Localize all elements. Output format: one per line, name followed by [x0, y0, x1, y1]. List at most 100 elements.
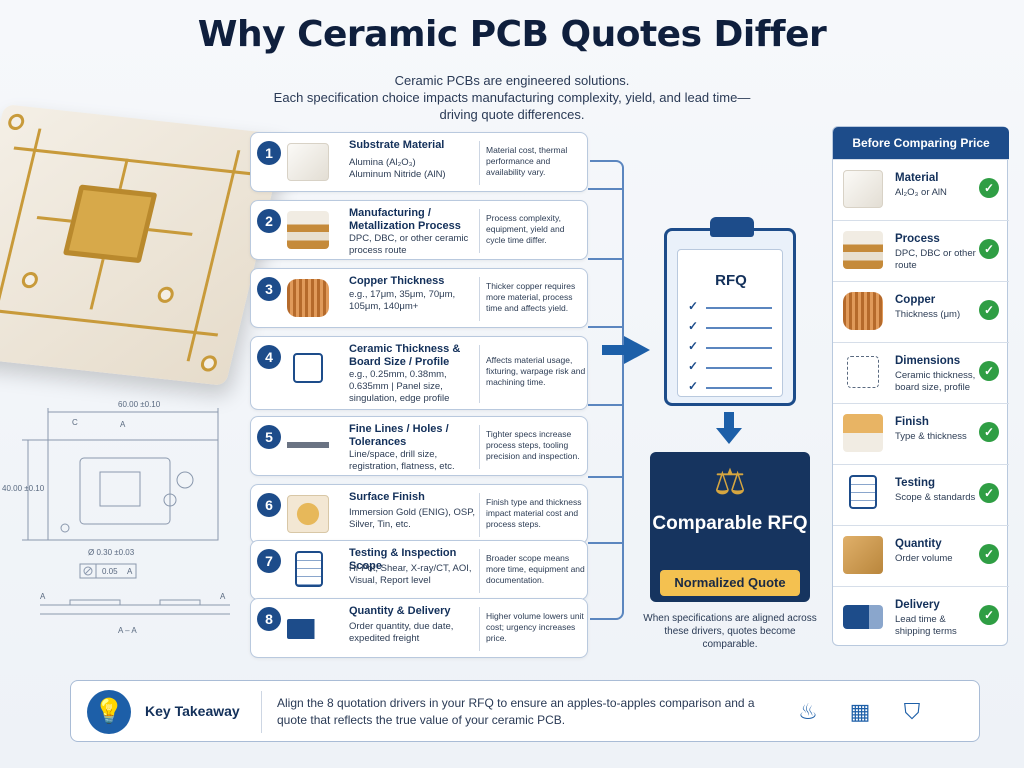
balance-scale-icon: ⚖ — [713, 461, 747, 502]
checklist-item-desc: Al₂O₃ or AlN — [895, 187, 947, 198]
rfq-check-row: ✓ — [688, 319, 774, 334]
check-circle-icon: ✓ — [979, 239, 999, 259]
clipboard-clasp — [710, 217, 754, 237]
width-dimension: 60.00 ±0.10 — [118, 400, 161, 409]
check-circle-icon: ✓ — [979, 605, 999, 625]
driver-ceramic-thickness: 4 Ceramic Thickness & Board Size / Profi… — [250, 336, 588, 410]
checklist-item-title: Process — [895, 233, 940, 245]
rfq-check-row: ✓ — [688, 299, 774, 314]
driver-number: 4 — [257, 345, 281, 369]
section-mark-left: A — [40, 592, 46, 601]
driver-desc: Order quantity, due date, expedited frei… — [349, 621, 454, 644]
layered-substrate-icon — [287, 211, 329, 249]
checklist-item-process: Process DPC, DBC or other route ✓ — [833, 220, 1009, 280]
check-icon: ✓ — [688, 359, 699, 373]
check-circle-icon: ✓ — [979, 422, 999, 442]
dimensions-icon — [847, 356, 879, 388]
driver-substrate-material: 1 Substrate Material Alumina (Al₂O₃) Alu… — [250, 132, 588, 192]
driver-desc: DPC, DBC, or other ceramic process route — [349, 233, 469, 256]
checklist-header: Before Comparing Price — [833, 127, 1009, 159]
finish-layer-icon — [843, 414, 883, 452]
driver-title: Surface Finish — [349, 491, 425, 503]
layered-substrate-icon — [843, 231, 883, 269]
driver-surface-finish: 6 Surface Finish Immersion Gold (ENIG), … — [250, 484, 588, 544]
driver-title: Copper Thickness — [349, 275, 445, 287]
driver-title: Testing & Inspection Scope — [349, 547, 457, 572]
driver-impact: Broader scope means more time, equipment… — [486, 553, 585, 585]
driver-number: 7 — [257, 549, 281, 573]
checklist-item-desc: Ceramic thickness, board size, profile — [895, 370, 976, 393]
ceramic-pcb-illustration — [0, 104, 286, 386]
flatness-value: 0.05 — [102, 567, 118, 576]
bracket-connector — [590, 160, 624, 620]
height-dimension: 40.00 ±0.10 — [2, 484, 45, 493]
copper-coil-icon — [287, 279, 329, 317]
arrow-right-stem — [602, 345, 626, 355]
checklist-item-desc: Thickness (μm) — [895, 309, 961, 320]
arrow-down-icon — [716, 428, 742, 444]
finish-chip-icon — [287, 495, 329, 533]
label-a: A — [120, 420, 126, 429]
driver-desc: e.g., 17μm, 35μm, 70μm, 105μm, 140μm+ — [349, 289, 456, 312]
driver-desc: Immersion Gold (ENIG), OSP, Silver, Tin,… — [349, 507, 475, 530]
label-c: C — [72, 418, 78, 427]
ceramic-block-icon — [843, 170, 883, 208]
test-clipboard-icon — [295, 551, 323, 587]
driver-number: 2 — [257, 209, 281, 233]
heat-flow-icon: ♨ — [798, 699, 818, 724]
checklist-item-testing: Testing Scope & standards ✓ — [833, 464, 1009, 524]
shield-check-icon: ⛉ — [903, 699, 921, 724]
check-icon: ✓ — [688, 299, 699, 313]
before-comparing-checklist: Before Comparing Price Material Al₂O₃ or… — [832, 126, 1009, 646]
checklist-item-title: Quantity — [895, 538, 942, 550]
comparable-rfq-title: Comparable RFQ — [652, 513, 808, 534]
driver-number: 3 — [257, 277, 281, 301]
checklist-item-material: Material Al₂O₃ or AlN ✓ — [833, 159, 1009, 219]
checklist-item-desc: Order volume — [895, 553, 953, 564]
check-circle-icon: ✓ — [979, 178, 999, 198]
driver-title: Substrate Material — [349, 139, 445, 151]
checklist-item-desc: DPC, DBC or other route — [895, 248, 976, 271]
comparable-rfq-box: ⚖ Comparable RFQ Normalized Quote — [650, 452, 810, 602]
checklist-item-desc: Lead time & shipping terms — [895, 614, 957, 637]
boxes-icon — [843, 536, 883, 574]
driver-testing-inspection: 7 Testing & Inspection Scope Hi-Pot, She… — [250, 540, 588, 600]
key-takeaway-panel: 💡 Key Takeaway Align the 8 quotation dri… — [70, 680, 980, 742]
driver-quantity-delivery: 8 Quantity & Delivery Order quantity, du… — [250, 598, 588, 658]
driver-title: Quantity & Delivery — [349, 605, 451, 617]
driver-impact: Process complexity, equipment, yield and… — [486, 213, 565, 245]
checklist-item-delivery: Delivery Lead time & shipping terms ✓ — [833, 586, 1009, 646]
driver-number: 5 — [257, 425, 281, 449]
drawing-lines — [22, 408, 230, 615]
checklist-item-title: Copper — [895, 294, 936, 306]
checklist-item-finish: Finish Type & thickness ✓ — [833, 403, 1009, 463]
rfq-check-row: ✓ — [688, 359, 774, 374]
test-clipboard-icon — [849, 475, 877, 509]
driver-number: 6 — [257, 493, 281, 517]
driver-number: 8 — [257, 607, 281, 631]
driver-impact: Material cost, thermal performance and a… — [486, 145, 568, 177]
arrow-right-icon — [624, 336, 650, 364]
rfq-label: RFQ — [715, 272, 747, 289]
driver-fine-lines: 5 Fine Lines / Holes / Tolerances Line/s… — [250, 416, 588, 476]
check-circle-icon: ✓ — [979, 483, 999, 503]
caliper-icon — [287, 427, 329, 465]
normalized-quote-badge: Normalized Quote — [660, 570, 800, 596]
driver-desc: Line/space, drill size, registration, fl… — [349, 449, 455, 472]
driver-impact: Higher volume lowers unit cost; urgency … — [486, 611, 584, 643]
section-label: A – A — [118, 626, 137, 635]
arrow-down-stem — [724, 412, 734, 430]
page-title: Why Ceramic PCB Quotes Differ — [197, 14, 827, 55]
driver-metallization-process: 2 Manufacturing / Metallization Process … — [250, 200, 588, 260]
checklist-item-quantity: Quantity Order volume ✓ — [833, 525, 1009, 585]
dimensions-icon — [293, 353, 323, 383]
driver-title: Fine Lines / Holes / Tolerances — [349, 423, 449, 448]
truck-icon — [287, 619, 329, 639]
check-circle-icon: ✓ — [979, 544, 999, 564]
checklist-item-title: Delivery — [895, 599, 940, 611]
chip-pad — [62, 184, 158, 264]
subtitle-line-1: Ceramic PCBs are engineered solutions. — [394, 73, 630, 88]
section-mark-right: A — [220, 592, 226, 601]
checklist-item-copper: Copper Thickness (μm) ✓ — [833, 281, 1009, 341]
checklist-item-title: Material — [895, 172, 939, 184]
